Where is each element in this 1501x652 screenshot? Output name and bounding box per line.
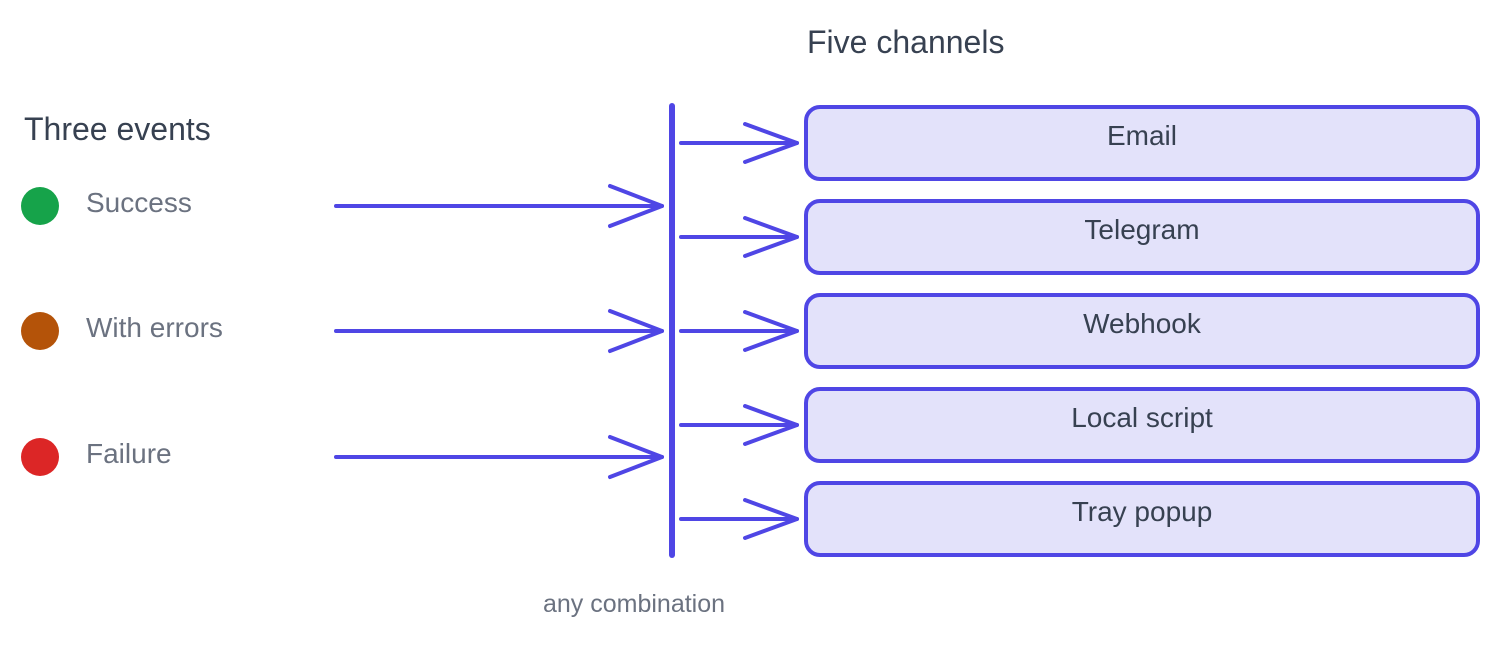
channel-box <box>804 293 1480 369</box>
events-heading: Three events <box>24 111 211 147</box>
channel-local-script: Local script <box>804 387 1480 463</box>
channel-box <box>804 105 1480 181</box>
event-item-success: Success <box>21 187 192 225</box>
channels-heading: Five channels <box>807 24 1004 60</box>
channel-webhook: Webhook <box>804 293 1480 369</box>
channel-email: Email <box>804 105 1480 181</box>
channel-arrow <box>679 216 799 258</box>
event-arrow <box>334 309 664 353</box>
channel-box <box>804 481 1480 557</box>
channel-arrow <box>679 310 799 352</box>
channel-label: Webhook <box>1083 308 1202 339</box>
success-dot-icon <box>21 187 59 225</box>
channel-arrow <box>679 404 799 446</box>
channel-box <box>804 387 1480 463</box>
event-label: Failure <box>86 438 172 469</box>
channel-label: Email <box>1107 120 1177 151</box>
event-arrow <box>334 435 664 479</box>
channel-arrow <box>679 498 799 540</box>
channel-box <box>804 199 1480 275</box>
failure-dot-icon <box>21 438 59 476</box>
channel-label: Telegram <box>1084 214 1199 245</box>
channel-arrow <box>679 122 799 164</box>
event-label: With errors <box>86 312 223 343</box>
warning-dot-icon <box>21 312 59 350</box>
channel-tray-popup: Tray popup <box>804 481 1480 557</box>
event-item-failure: Failure <box>21 438 172 476</box>
event-label: Success <box>86 187 192 218</box>
event-item-with-errors: With errors <box>21 312 223 350</box>
combination-note: any combination <box>543 590 725 618</box>
channel-label: Local script <box>1071 402 1213 433</box>
channel-label: Tray popup <box>1072 496 1213 527</box>
channel-telegram: Telegram <box>804 199 1480 275</box>
event-arrow <box>334 184 664 228</box>
